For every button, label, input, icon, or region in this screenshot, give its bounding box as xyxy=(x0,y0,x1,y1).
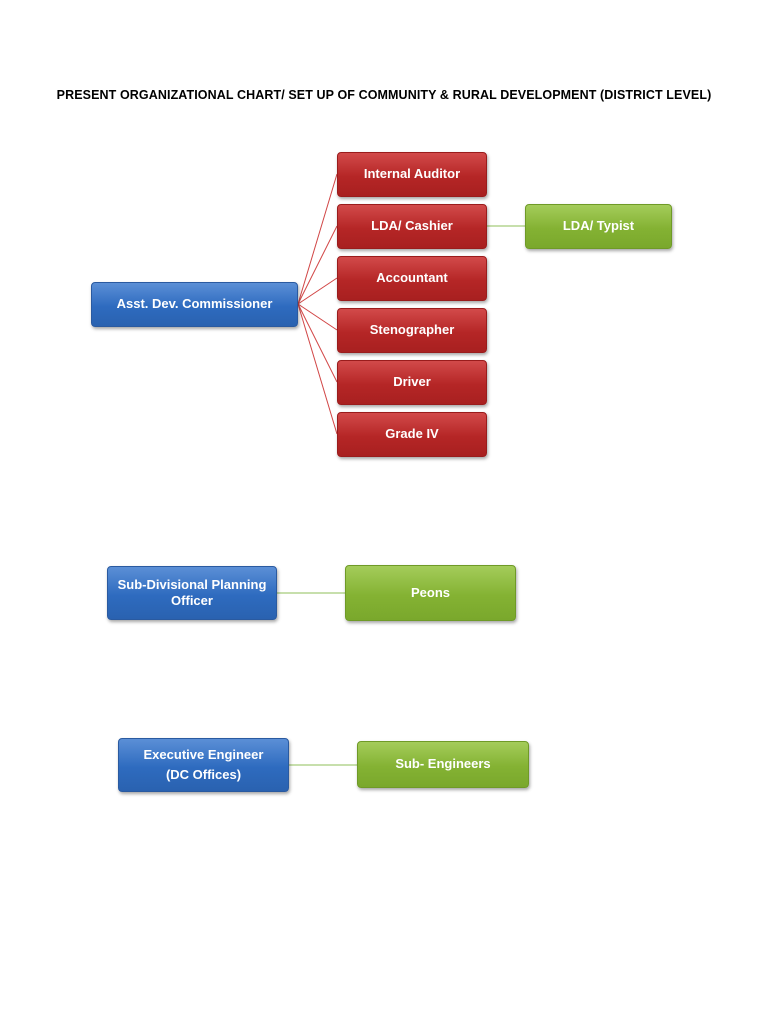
connector-line xyxy=(297,303,338,331)
connector-line xyxy=(297,303,338,435)
box-label: Sub- Engineers xyxy=(395,756,491,772)
accountant-box: Accountant xyxy=(337,256,487,301)
executive-engineer-box: Executive Engineer (DC Offices) xyxy=(118,738,289,792)
box-label: LDA/ Typist xyxy=(562,218,635,234)
driver-box: Driver xyxy=(337,360,487,405)
connector-line xyxy=(297,173,338,305)
connector-line xyxy=(297,277,338,305)
box-label: Grade IV xyxy=(385,426,439,442)
box-label: Sub-Divisional Planning Officer xyxy=(117,576,267,608)
grade-iv-box: Grade IV xyxy=(337,412,487,457)
lda-cashier-box: LDA/ Cashier xyxy=(337,204,487,249)
box-label: Stenographer xyxy=(369,322,455,338)
asst-dev-commissioner-box: Asst. Dev. Commissioner xyxy=(91,282,298,327)
internal-auditor-box: Internal Auditor xyxy=(337,152,487,197)
box-label: Peons xyxy=(410,584,450,600)
sub-divisional-planning-officer-box: Sub-Divisional Planning Officer xyxy=(107,566,277,620)
stenographer-box: Stenographer xyxy=(337,308,487,353)
box-label-line1: Executive Engineer xyxy=(143,747,264,763)
box-label: Asst. Dev. Commissioner xyxy=(116,296,273,312)
page-title: PRESENT ORGANIZATIONAL CHART/ SET UP OF … xyxy=(56,88,712,102)
sub-engineers-box: Sub- Engineers xyxy=(357,741,529,788)
box-label: Internal Auditor xyxy=(363,166,461,182)
lda-typist-box: LDA/ Typist xyxy=(525,204,672,249)
box-label-line2: (DC Offices) xyxy=(165,766,242,782)
box-label: Driver xyxy=(393,374,431,390)
peons-box: Peons xyxy=(345,565,516,621)
connector-line xyxy=(297,225,338,305)
connector-line xyxy=(297,303,338,383)
box-label: Accountant xyxy=(376,270,448,286)
box-label: LDA/ Cashier xyxy=(371,218,453,234)
